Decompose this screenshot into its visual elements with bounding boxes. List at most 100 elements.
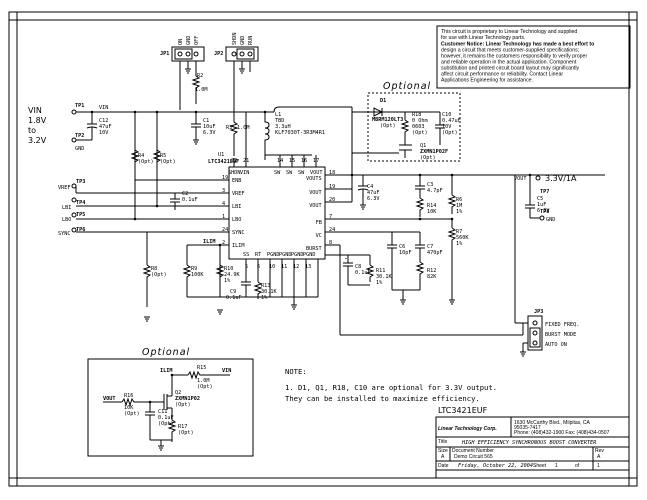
ic-pin-number: 18 [329,170,335,176]
r2-ref: R2 [197,73,203,79]
c10-value: 0.47uF [442,118,461,124]
d1-opt: (Opt) [380,123,396,129]
jp3-label-auto: AUTO ON [545,342,567,348]
vout-net-label: VOUT [514,176,527,182]
r9-value: 100K [191,272,204,278]
ic-body [228,166,326,260]
ilim-net-label: ILIM [203,239,216,245]
title-block-size: A [441,454,445,460]
bottom-signals: C9 0.1uF R13 30.1K 1% [226,259,319,310]
r8-ref: R8 [151,266,157,272]
c9-value: 0.1uF [226,295,242,301]
ic-u1: U1 LTC3421EUF [208,152,326,260]
ic-pin-number: 5 [245,264,248,270]
vin-max-label: 3.2V [28,136,47,145]
r17-ref: R17 [178,424,187,430]
jp3-label-fixed: FIXED FREQ. [545,322,579,328]
r11-value: 30.1K [376,274,392,280]
right-signals: C4 47uF 6.3V C3 4.7pF R14 10K R6 1M 1% R… [325,173,605,336]
jp2-label-run: RUN [248,36,254,45]
ic-pin-name-ss: SS [243,252,249,258]
inductor-l1: L1 TBD 3.3uH KLF7030T-3R3M4R1 [263,106,325,158]
tp5-net: LBO [62,217,71,223]
tp8-ref: TP8 [540,209,549,215]
c4-value: 47uF [367,190,380,196]
title-block-sheet: 1 [555,463,558,469]
ic-pin-number: 11 [281,264,287,270]
jp3-label-burst: BURST MODE [545,332,576,338]
resistor-r3: R3 1.0M [226,115,250,156]
title-block-title: HIGH EFFICIENCY SYNCHRONOUS BOOST CONVER… [461,440,596,446]
r10-value: 24.9K [224,272,240,278]
c8-value: 0.1uF [355,270,371,276]
jp1-ref: JP1 [160,51,169,57]
notes-heading: NOTE: [285,367,307,376]
ic-part: LTC3421EUF [208,159,239,165]
disclaimer-line: This circuit is proprietary to Linear Te… [441,29,577,35]
ic-pin-name-vouts: VOUTS [306,176,322,182]
ic-pin-number: 24 [222,227,228,233]
ic-pin-number: 3 [222,188,225,194]
jp2-label-gnd: GND [240,36,246,45]
title-block-part: LTC3421EUF [438,406,488,415]
ic-pin-name-vc: VC [316,233,322,239]
r13-value: 30.1K [261,289,277,295]
r6-tolerance: 1% [456,209,463,215]
c2-ref: C2 [182,191,188,197]
left-signals: R4 (Opt) R5 (Opt) TP3 VREF C2 0.1uF TP4 … [58,110,270,322]
title-block-of: 1 [597,463,600,469]
tp5-ref: TP5 [76,212,85,218]
r7-value: 560K [456,235,469,241]
tp6-ref: TP6 [76,227,85,233]
vin-net-label: VIN [99,105,108,111]
c6-value: 10pF [399,250,412,256]
r9-ref: R9 [191,266,197,272]
q1-ref: Q1 [420,143,426,149]
title-block: LTC3421EUF Linear Technology Corp. 1630 … [435,406,630,479]
c3-value: 4.7pF [427,188,443,194]
ic-pin-name-burst: BURST [306,246,322,252]
r7-tolerance: 1% [456,241,463,247]
ic-ref: U1 [218,152,224,158]
ic-pin-name-pgnd: PGND [279,252,292,258]
ic-pin-number: 2 [222,240,225,246]
optional-label-top: Optional [383,81,431,92]
c10-opt: (Opt) [442,130,458,136]
q2-part: ZXMN1P02 [175,396,200,402]
title-block-rev-label: Rev [595,448,604,454]
title-block-doc-label: Document Number [452,448,494,454]
q2-ref: Q2 [175,390,181,396]
r14-value: 10K [427,209,437,215]
ic-pin-number: 24 [329,227,335,233]
ic-pin-name-sw: SW [298,170,305,176]
r12-ref: R12 [427,268,436,274]
c7-value: 470pF [427,250,443,256]
q1-part: ZXMN1P02F [420,149,448,155]
resistor-r2: R2 1.0M [191,72,208,104]
title-block-company: Linear Technology Corp. [438,426,497,432]
tp2-ref: TP2 [75,133,84,139]
r11-ref: R11 [376,268,385,274]
jp1-label-gnd: GND [186,36,192,45]
ic-pin-name-fb: FB [316,220,322,226]
jp1-label-off: OFF [194,36,200,45]
c12-ref: C12 [99,118,108,124]
ic-pin-name-vout: VOUT [309,203,322,209]
r14-ref: R14 [427,203,436,209]
r13-ref: R13 [261,283,270,289]
ic-pin-name-vin: VIN [240,170,249,176]
opt-vout-label: VOUT [103,396,116,402]
jumper-jp1: JP1 ON GND OFF [160,36,205,110]
ic-pin-name-vref: VREF [232,191,245,197]
ic-pin-number: 8 [329,240,332,246]
r3-ref: R3 [226,125,232,131]
ic-pin-name-lbi: LBI [232,204,241,210]
title-block-date: Friday, October 22, 2004 [458,463,533,469]
r16-value: 10K [124,405,134,411]
c12-value: 47uF [99,124,112,130]
title-block-size-label: Size [438,448,448,454]
ic-pin-number: 13 [305,264,311,270]
disclaimer-box: This circuit is proprietary to Linear Te… [436,25,631,89]
tp1-ref: TP1 [75,103,84,109]
